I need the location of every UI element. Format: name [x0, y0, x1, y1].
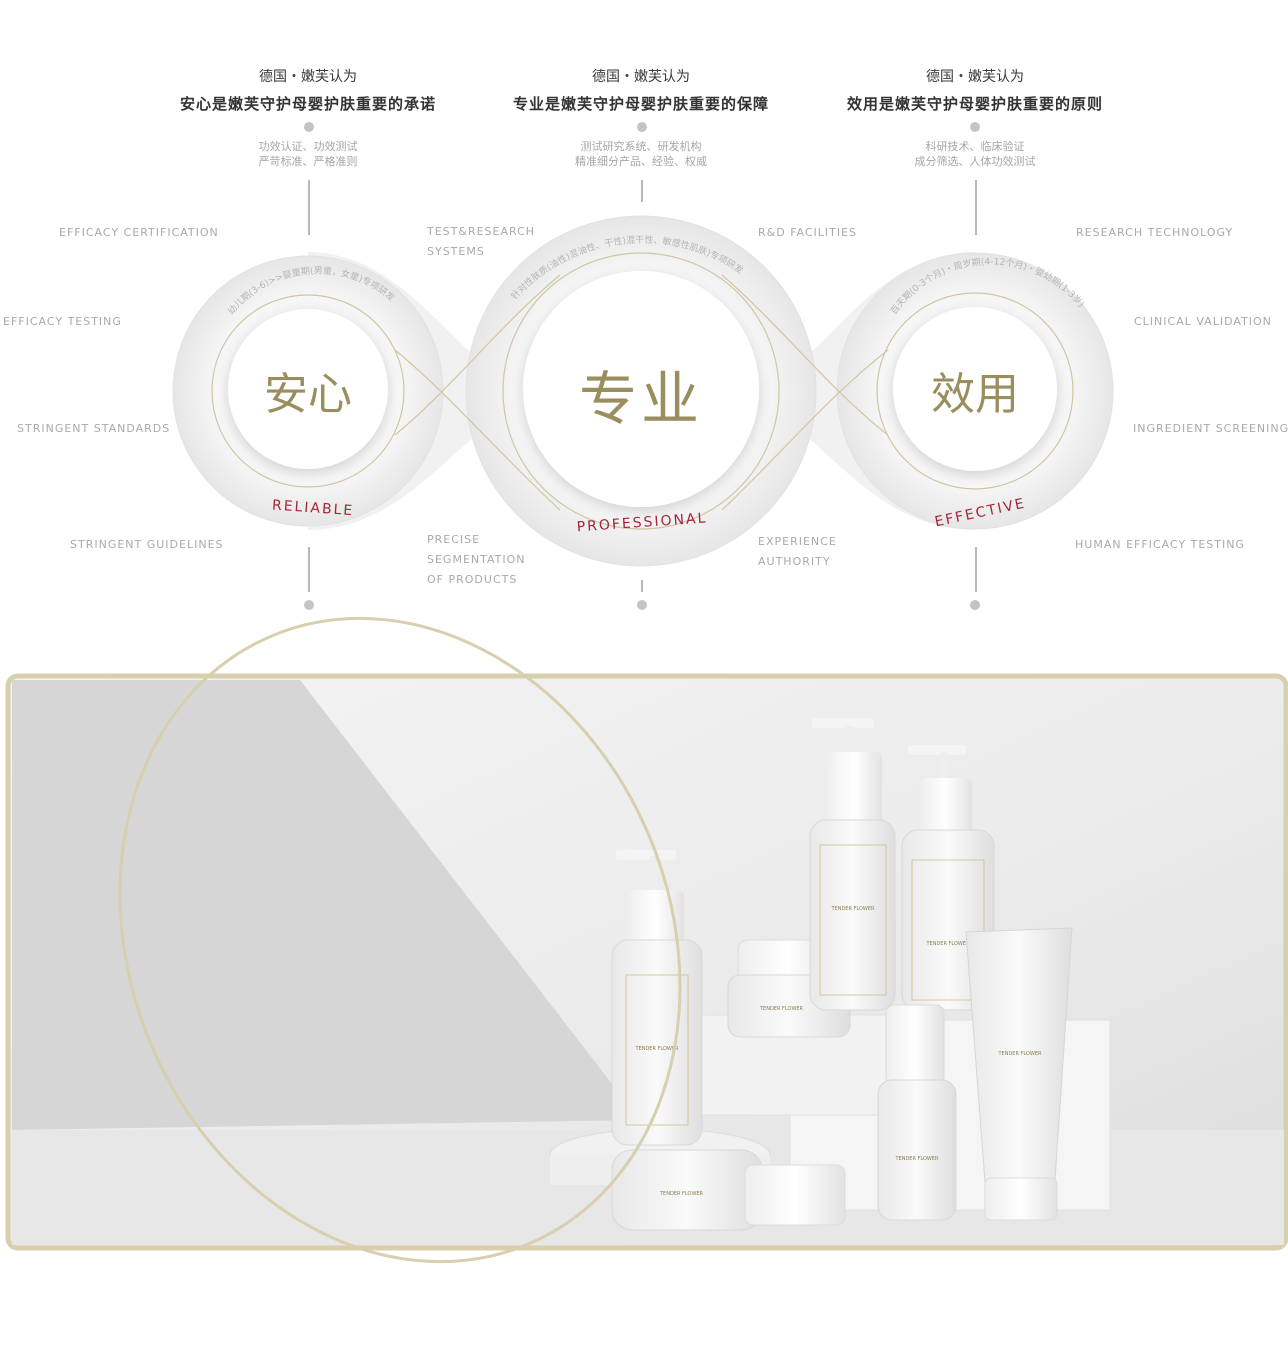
gold-path — [394, 274, 561, 436]
intro-sub: 德国・嫩芙认为 — [592, 69, 690, 85]
desc-line: 测试研究系统、研发机构 — [580, 140, 702, 153]
product-photo: TENDER FLOWER TENDER FLOWER TENDER FLOWE… — [5, 673, 1288, 1251]
bullet-dot — [637, 600, 647, 610]
svg-text:TENDER FLOWER: TENDER FLOWER — [830, 906, 875, 912]
label-test-research: TEST&RESEARCH SYSTEMS — [427, 222, 587, 262]
label-line: SYSTEMS — [427, 245, 485, 258]
label-line: SEGMENTATION — [427, 553, 526, 566]
connector-line — [641, 180, 643, 202]
label-line: TEST&RESEARCH — [427, 225, 536, 238]
bullet-dot — [637, 122, 647, 132]
label-efficacy-certification: EFFICACY CERTIFICATION — [59, 226, 219, 239]
svg-text:TENDER FLOWER: TENDER FLOWER — [659, 1191, 704, 1197]
cleanser-tube: TENDER FLOWER — [965, 927, 1073, 1221]
intro-professional: 德国・嫩芙认为 专业是嫩芙守护母婴护肤重要的保障 — [476, 66, 806, 114]
label-ingredient-screening: INGREDIENT SCREENING — [1133, 422, 1288, 435]
desc-line: 精准细分产品、经验、权威 — [575, 155, 707, 168]
label-stringent-standards: STRINGENT STANDARDS — [17, 422, 171, 435]
svg-text:TENDER FLOWER: TENDER FLOWER — [894, 1156, 939, 1162]
gold-path — [211, 294, 405, 488]
gold-path — [721, 274, 889, 436]
label-line: EXPERIENCE — [758, 535, 837, 548]
label-line: PRECISE — [427, 533, 481, 546]
intro-sub: 德国・嫩芙认为 — [926, 69, 1024, 85]
label-precise-segmentation: PRECISE SEGMENTATION OF PRODUCTS — [427, 530, 587, 590]
gold-path — [502, 252, 780, 530]
label-line: OF PRODUCTS — [427, 573, 518, 586]
pump-bottle-tall: TENDER FLOWER — [809, 718, 896, 1011]
svg-text:TENDER FLOWER: TENDER FLOWER — [759, 1006, 804, 1012]
gold-path — [876, 292, 1074, 490]
desc-effective: 科研技术、临床验证 成分筛选、人体功效测试 — [875, 139, 1075, 169]
svg-text:TENDER FLOWER: TENDER FLOWER — [997, 1051, 1042, 1057]
connector-line — [308, 547, 310, 592]
decorative-ellipse — [118, 616, 682, 1264]
gold-path — [721, 349, 889, 511]
desc-line: 成分筛选、人体功效测试 — [914, 155, 1036, 168]
gold-path — [394, 349, 561, 511]
shadow-shape — [12, 680, 640, 1130]
label-stringent-guidelines: STRINGENT GUIDELINES — [70, 538, 224, 551]
connector-line — [975, 547, 977, 592]
label-clinical-validation: CLINICAL VALIDATION — [1134, 315, 1272, 328]
label-line: AUTHORITY — [758, 555, 831, 568]
bullet-dot — [970, 122, 980, 132]
lying-bottle: TENDER FLOWER — [611, 1149, 846, 1231]
inner-circle-professional — [523, 271, 759, 507]
desc-line: 科研技术、临床验证 — [925, 140, 1025, 153]
title-professional: 专业 — [578, 365, 703, 433]
connector-line — [641, 580, 643, 592]
intro-reliable: 德国・嫩芙认为 安心是嫩芙守护母婴护肤重要的承诺 — [143, 66, 473, 114]
intro-effective: 德国・嫩芙认为 效用是嫩芙守护母婴护肤重要的原则 — [810, 66, 1140, 114]
intro-heading: 效用是嫩芙守护母婴护肤重要的原则 — [846, 95, 1103, 113]
label-rd-facilities: R&D FACILITIES — [758, 226, 858, 239]
desc-line: 功效认证、功效测试 — [258, 140, 358, 153]
intro-heading: 专业是嫩芙守护母婴护肤重要的保障 — [512, 95, 769, 113]
inner-circle-reliable — [228, 309, 388, 469]
connector-line — [308, 180, 310, 235]
svg-text:TENDER FLOWER: TENDER FLOWER — [925, 941, 970, 947]
title-reliable: 安心 — [264, 369, 352, 420]
bullet-dot — [304, 122, 314, 132]
bullet-dot — [970, 600, 980, 610]
label-experience-authority: EXPERIENCE AUTHORITY — [758, 532, 918, 572]
inner-circle-effective — [893, 307, 1057, 471]
connector-line — [975, 180, 977, 235]
svg-text:TENDER FLOWER: TENDER FLOWER — [634, 1046, 679, 1052]
desc-professional: 测试研究系统、研发机构 精准细分产品、经验、权威 — [541, 139, 741, 169]
infinity-diagram: 幼儿期(3-6)>>婴童期(男童，女童)专项研发 针对性肤质(油性)混油性、干性… — [172, 215, 1114, 567]
title-effective: 效用 — [931, 369, 1019, 420]
label-efficacy-testing: EFFICACY TESTING — [3, 315, 122, 328]
desc-line: 严苛标准、严格准则 — [258, 155, 358, 168]
label-reliable: RELIABLE — [271, 498, 354, 520]
label-research-technology: RESEARCH TECHNOLOGY — [1076, 226, 1234, 239]
label-human-efficacy-testing: HUMAN EFFICACY TESTING — [1075, 538, 1245, 551]
intro-sub: 德国・嫩芙认为 — [259, 69, 357, 85]
intro-heading: 安心是嫩芙守护母婴护肤重要的承诺 — [179, 95, 436, 113]
small-bottle: TENDER FLOWER — [877, 1004, 957, 1221]
bullet-dot — [304, 600, 314, 610]
desc-reliable: 功效认证、功效测试 严苛标准、严格准则 — [208, 139, 408, 169]
